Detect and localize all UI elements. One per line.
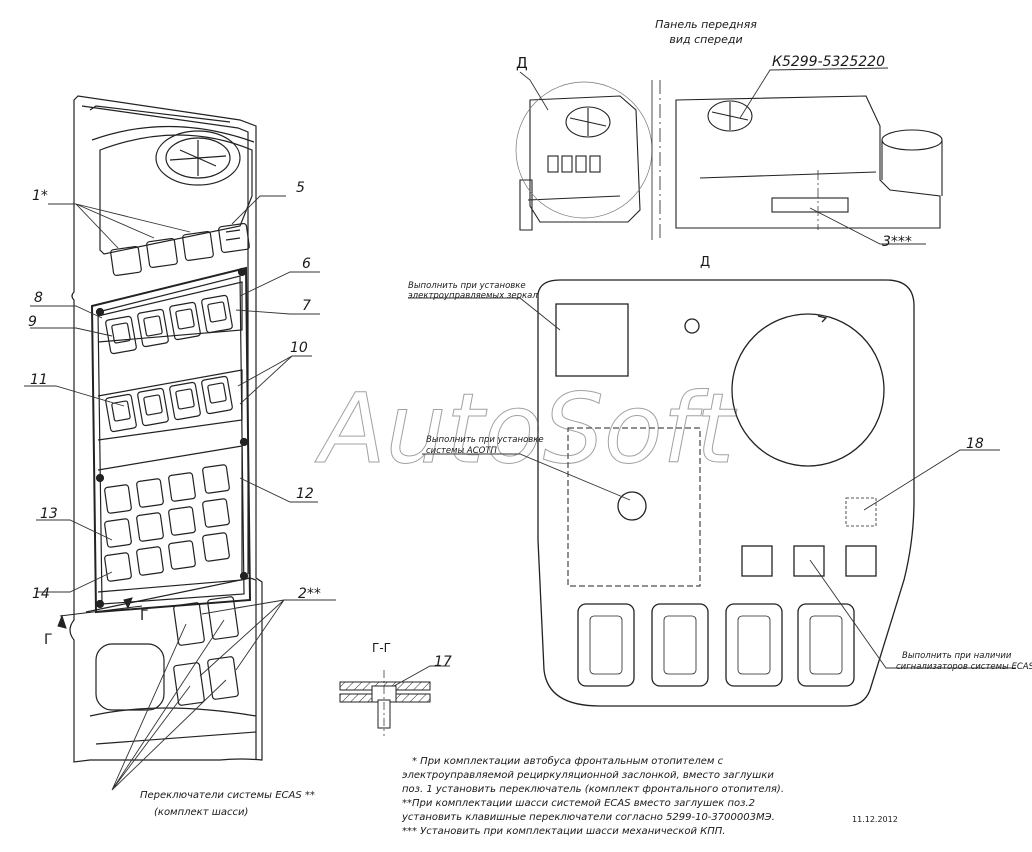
date-stamp: 11.12.2012 xyxy=(852,815,898,824)
callout-12: 12 xyxy=(296,486,314,502)
callout-1: 1* xyxy=(32,188,48,204)
callout-6: 6 xyxy=(302,256,311,272)
footnote-line-6: *** Установить при комплектации шасси ме… xyxy=(402,826,725,837)
note-ecas-indicators-line1: Выполнить при наличии xyxy=(902,651,1012,661)
callout-13: 13 xyxy=(40,506,58,522)
callout-8: 8 xyxy=(34,290,43,306)
callout-2: 2** xyxy=(298,586,321,602)
note-mirrors-line1: Выполнить при установке xyxy=(408,281,526,291)
note-ecas-switches-line2: (комплект шасси) xyxy=(154,807,248,818)
note-acotm-line2: системы АСОТП xyxy=(426,446,498,456)
callout-11: 11 xyxy=(30,372,48,388)
view-d-panel xyxy=(537,279,915,707)
section-gg xyxy=(339,670,431,736)
front-panel-views xyxy=(515,80,943,240)
footnote-line-4: **При комплектации шасси системой ECAS в… xyxy=(402,798,755,809)
part-number: К5299-5325220 xyxy=(772,54,885,70)
footnote-line-2: электроуправляемой рециркуляционной засл… xyxy=(402,770,774,781)
view-gg-label: Г-Г xyxy=(372,641,391,655)
callout-5: 5 xyxy=(296,180,305,196)
note-ecas-indicators-line2: сигнализаторов системы ECAS xyxy=(896,662,1032,672)
section-arrows xyxy=(57,597,133,629)
footnotes: * При комплектации автобуса фронтальным … xyxy=(401,755,784,837)
callout-7: 7 xyxy=(302,298,311,314)
left-panel-view xyxy=(59,95,263,763)
callout-14: 14 xyxy=(32,586,50,602)
note-mirrors-line2: электроуправляемых зеркал xyxy=(408,291,538,301)
callout-10: 10 xyxy=(290,340,308,356)
labels: Панель передняя вид спереди К5299-532522… xyxy=(28,18,1032,824)
callout-9: 9 xyxy=(28,314,37,330)
callout-3: 3*** xyxy=(882,234,912,250)
note-acotm-line1: Выполнить при установке xyxy=(426,435,544,445)
callout-17: 17 xyxy=(434,654,452,670)
front-panel-title-line2: вид спереди xyxy=(669,33,742,46)
callout-18: 18 xyxy=(966,436,984,452)
view-d-label: Д xyxy=(516,54,528,72)
view-d-title: Д xyxy=(700,255,710,270)
footnote-line-3: поз. 1 установить переключатель (комплек… xyxy=(402,784,784,795)
section-mark-left: Г xyxy=(44,632,53,648)
footnote-line-5: установить клавишные переключатели согла… xyxy=(401,812,775,823)
footnote-line-1: * При комплектации автобуса фронтальным … xyxy=(412,755,724,767)
section-mark-right: Г xyxy=(140,608,149,624)
leader-lines xyxy=(24,67,1016,791)
front-panel-title-line1: Панель передняя xyxy=(655,18,757,31)
watermark: AutoSoft xyxy=(314,373,737,485)
note-ecas-switches-line1: Переключатели системы ECAS ** xyxy=(140,790,315,801)
